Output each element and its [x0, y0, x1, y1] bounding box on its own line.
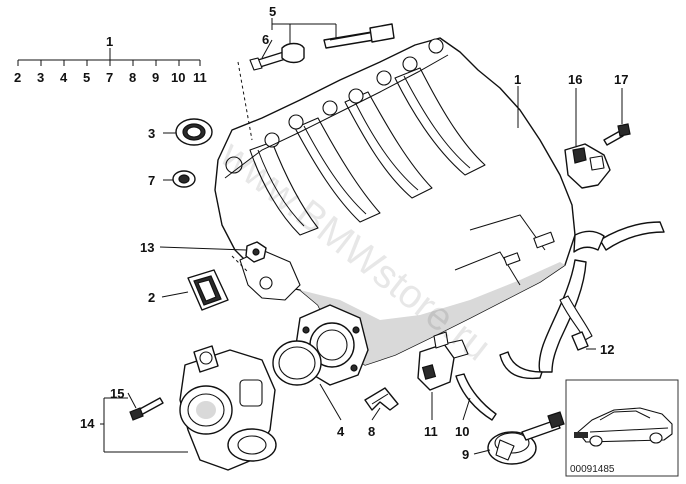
callout-6: 6 [262, 32, 269, 47]
callout-3: 3 [148, 126, 155, 141]
callout-9: 9 [462, 447, 469, 462]
clip-8 [364, 387, 399, 411]
sensor-9 [487, 411, 565, 465]
callout-1-top: 1 [106, 34, 113, 49]
callout-4: 4 [337, 424, 345, 439]
callout-15: 15 [110, 386, 124, 401]
reference-number: 00091485 [570, 464, 615, 475]
callout-7: 7 [148, 173, 155, 188]
nut-13 [245, 241, 267, 263]
callout-14: 14 [80, 416, 95, 431]
callout-17: 17 [614, 72, 628, 87]
callout-2: 2 [148, 290, 155, 305]
bolt-and-sleeve [249, 23, 395, 71]
bracket-16 [564, 143, 611, 189]
callout-10: 10 [455, 424, 469, 439]
callout-9-row: 9 [152, 70, 159, 85]
callout-12: 12 [600, 342, 614, 357]
seal-ring-3 [175, 118, 213, 146]
callout-5: 5 [269, 4, 276, 19]
callout-8-row: 8 [129, 70, 136, 85]
callout-3-row: 3 [37, 70, 44, 85]
valve-11 [417, 331, 469, 391]
bolt-17 [603, 123, 631, 146]
gasket-2 [187, 269, 229, 311]
callout-11: 11 [424, 424, 438, 439]
vehicle-thumbnail: 00091485 [565, 379, 679, 477]
callout-labels: 1 2 3 4 5 7 8 9 10 11 5 6 1 3 7 13 2 16 … [14, 4, 628, 462]
callout-8: 8 [368, 424, 375, 439]
callout-16: 16 [568, 72, 582, 87]
intake-manifold [214, 37, 576, 386]
callout-10-row: 10 [171, 70, 185, 85]
callout-2-row: 2 [14, 70, 21, 85]
callout-13: 13 [140, 240, 154, 255]
nut-7 [172, 170, 196, 188]
leader-lines [17, 18, 623, 455]
callout-4-row: 4 [60, 70, 68, 85]
callout-7-row: 7 [106, 70, 113, 85]
hose-10 [455, 373, 497, 421]
gasket-ring-4 [272, 340, 322, 386]
throttle-body-14 [179, 345, 277, 471]
callout-11-row: 11 [193, 70, 207, 85]
callout-1-main: 1 [514, 72, 521, 87]
callout-5-row: 5 [83, 70, 90, 85]
screw-15 [129, 397, 164, 421]
hose-12 [499, 221, 665, 380]
